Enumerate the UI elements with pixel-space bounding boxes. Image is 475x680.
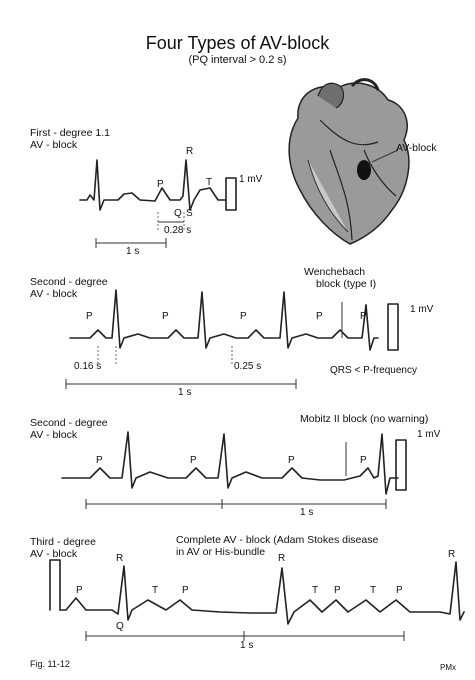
panel1-heading-1: First - degree 1.1 (30, 128, 110, 139)
panel2-p-4: P (316, 312, 323, 322)
panel3-heading-2: AV - block (30, 430, 77, 441)
panel4-t-3: T (370, 586, 376, 596)
panel1-heading-2: AV - block (30, 140, 77, 151)
panel4-heading-1: Third - degree (30, 537, 96, 548)
author-initials: PMx (440, 664, 456, 672)
figure-number: Fig. 11-12 (30, 660, 70, 669)
panel4-p-4: P (396, 586, 403, 596)
panel1-s-label: S (186, 209, 193, 219)
panel1-mv-label: 1 mV (239, 175, 262, 185)
panel4-q-label: Q (116, 622, 124, 632)
panel3-p-3: P (288, 456, 295, 466)
panel4-r-2: R (278, 554, 285, 564)
panel2-heading-1: Second - degree (30, 277, 108, 288)
panel4-t-2: T (312, 586, 318, 596)
panel2-p-1: P (86, 312, 93, 322)
panel4-note-2: in AV or His-bundle (176, 547, 265, 558)
panel2-interval-b: 0.25 s (234, 362, 261, 372)
panel3-scale: 1 s (300, 508, 313, 518)
panel1-scale: 1 s (126, 247, 139, 257)
panel2-p-2: P (162, 312, 169, 322)
heart-av-block-label: AV-block (396, 143, 437, 154)
panel4-r-1: R (116, 554, 123, 564)
panel3-note: Mobitz II block (no warning) (300, 414, 428, 425)
panel4-ecg (50, 560, 464, 641)
panel2-p-3: P (240, 312, 247, 322)
panel4-t-1: T (152, 586, 158, 596)
panel1-r-label: R (186, 147, 193, 157)
panel2-note-1: Wenchebach (304, 267, 365, 278)
panel3-p-2: P (190, 456, 197, 466)
panel1-q-label: Q (174, 209, 182, 219)
panel1-t-label: T (206, 178, 212, 188)
panel1-p-label: P (157, 180, 164, 190)
panel2-heading-2: AV - block (30, 289, 77, 300)
panel4-heading-2: AV - block (30, 549, 77, 560)
panel4-p-2: P (182, 586, 189, 596)
panel3-p-1: P (96, 456, 103, 466)
panel4-p-1: P (76, 586, 83, 596)
panel4-r-3: R (448, 550, 455, 560)
panel1-ecg (80, 160, 236, 248)
panel3-ecg (62, 432, 406, 509)
panel3-mv-label: 1 mV (417, 430, 440, 440)
panel4-scale: 1 s (240, 641, 253, 651)
panel3-p-4: P (360, 456, 367, 466)
panel4-note-1: Complete AV - block (Adam Stokes disease (176, 535, 378, 546)
heart-illustration (289, 80, 409, 244)
panel2-note-2: block (type I) (316, 279, 376, 290)
panel4-p-3: P (334, 586, 341, 596)
panel2-interval-a: 0.16 s (74, 362, 101, 372)
panel2-scale: 1 s (178, 388, 191, 398)
panel2-qrs-note: QRS < P-frequency (330, 366, 417, 376)
panel2-p-5: P (360, 312, 367, 322)
panel2-mv-label: 1 mV (410, 305, 433, 315)
panel1-interval: 0.28 s (164, 226, 191, 236)
panel3-heading-1: Second - degree (30, 418, 108, 429)
